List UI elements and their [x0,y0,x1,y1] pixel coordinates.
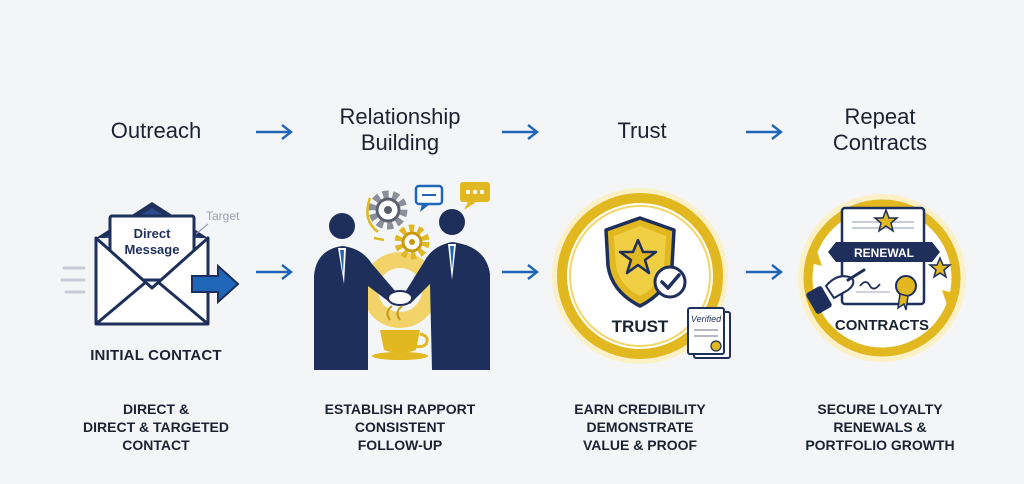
stage-4-title: Repeat Contracts [800,104,960,156]
icon-arrow-3 [746,264,783,280]
stage-2-desc-line-3: FOLLOW-UP [357,437,443,453]
stage-4-title-line-2: Contracts [832,130,928,155]
stage-1-title-line-1: Outreach [110,118,202,143]
stage-3-desc-line-3: VALUE & PROOF [582,437,698,453]
stage-3-desc-line-2: DEMONSTRATE [586,419,694,435]
stage-1-description: DIRECT & DIRECT & TARGETED CONTACT [56,400,256,454]
stage-1-title: Outreach [96,118,216,144]
gold-small-gear-icon [394,224,430,260]
handshake-icon [314,182,490,370]
businessman-right-icon [404,209,490,370]
stage-2-title-line-1: Relationship [339,104,461,129]
chat-bubble-icon [414,184,444,212]
cycle-arrow-right-icon [942,290,958,308]
icon-arrow-1 [256,264,293,280]
envelope-icon: Direct Message Target [60,202,240,326]
title-arrow-1 [256,124,293,140]
letter-label-direct: Direct [134,226,172,241]
verified-document-icon: Verified [687,307,731,359]
stage-3-title: Trust [592,118,692,144]
stage-1-desc-line-2: DIRECT & TARGETED [83,419,229,435]
stage-2-title-line-2: Building [360,130,440,155]
chat-dots-icon [460,182,490,210]
stage-2-title: Relationship Building [300,104,500,156]
renewal-label: RENEWAL [854,246,914,260]
coffee-cup-icon [372,305,429,360]
stage-2-desc-line-2: CONSISTENT [354,419,446,435]
stage-3-desc-line-1: EARN CREDIBILITY [574,401,706,417]
stage-3-title-line-1: Trust [617,118,667,143]
hand-pen-icon [806,268,866,314]
grey-gear-icon [368,190,408,230]
stage-2-desc-line-1: ESTABLISH RAPPORT [324,401,476,417]
title-arrow-3 [746,124,783,140]
stage-3-description: EARN CREDIBILITY DEMONSTRATE VALUE & PRO… [540,400,740,454]
stage-4-title-line-1: Repeat [844,104,916,129]
businessman-left-icon [314,213,396,370]
trust-label: TRUST [612,317,669,336]
contracts-label: CONTRACTS [835,317,929,334]
stage-4-desc-line-1: SECURE LOYALTY [817,401,943,417]
renewal-contract-icon: RENEWAL CONTRACTS [798,194,966,362]
icon-arrow-2 [502,264,539,280]
title-arrow-2 [502,124,539,140]
letter-label-message: Message [125,242,180,257]
verified-label: Verified [691,314,722,324]
stage-4-desc-line-3: PORTFOLIO GROWTH [805,437,955,453]
stage-1-desc-line-1: DIRECT & [122,401,190,417]
stage-4-desc-line-2: RENEWALS & [833,419,927,435]
trust-shield-icon: TRUST Verified [552,188,731,364]
target-label: Target [206,209,240,223]
stage-2-description: ESTABLISH RAPPORT CONSISTENT FOLLOW-UP [300,400,500,454]
stage-4-description: SECURE LOYALTY RENEWALS & PORTFOLIO GROW… [780,400,980,454]
stage-1-caption: INITIAL CONTACT [90,347,222,364]
cycle-arrow-left-icon [806,248,822,266]
stage-1-desc-line-3: CONTACT [122,437,190,453]
